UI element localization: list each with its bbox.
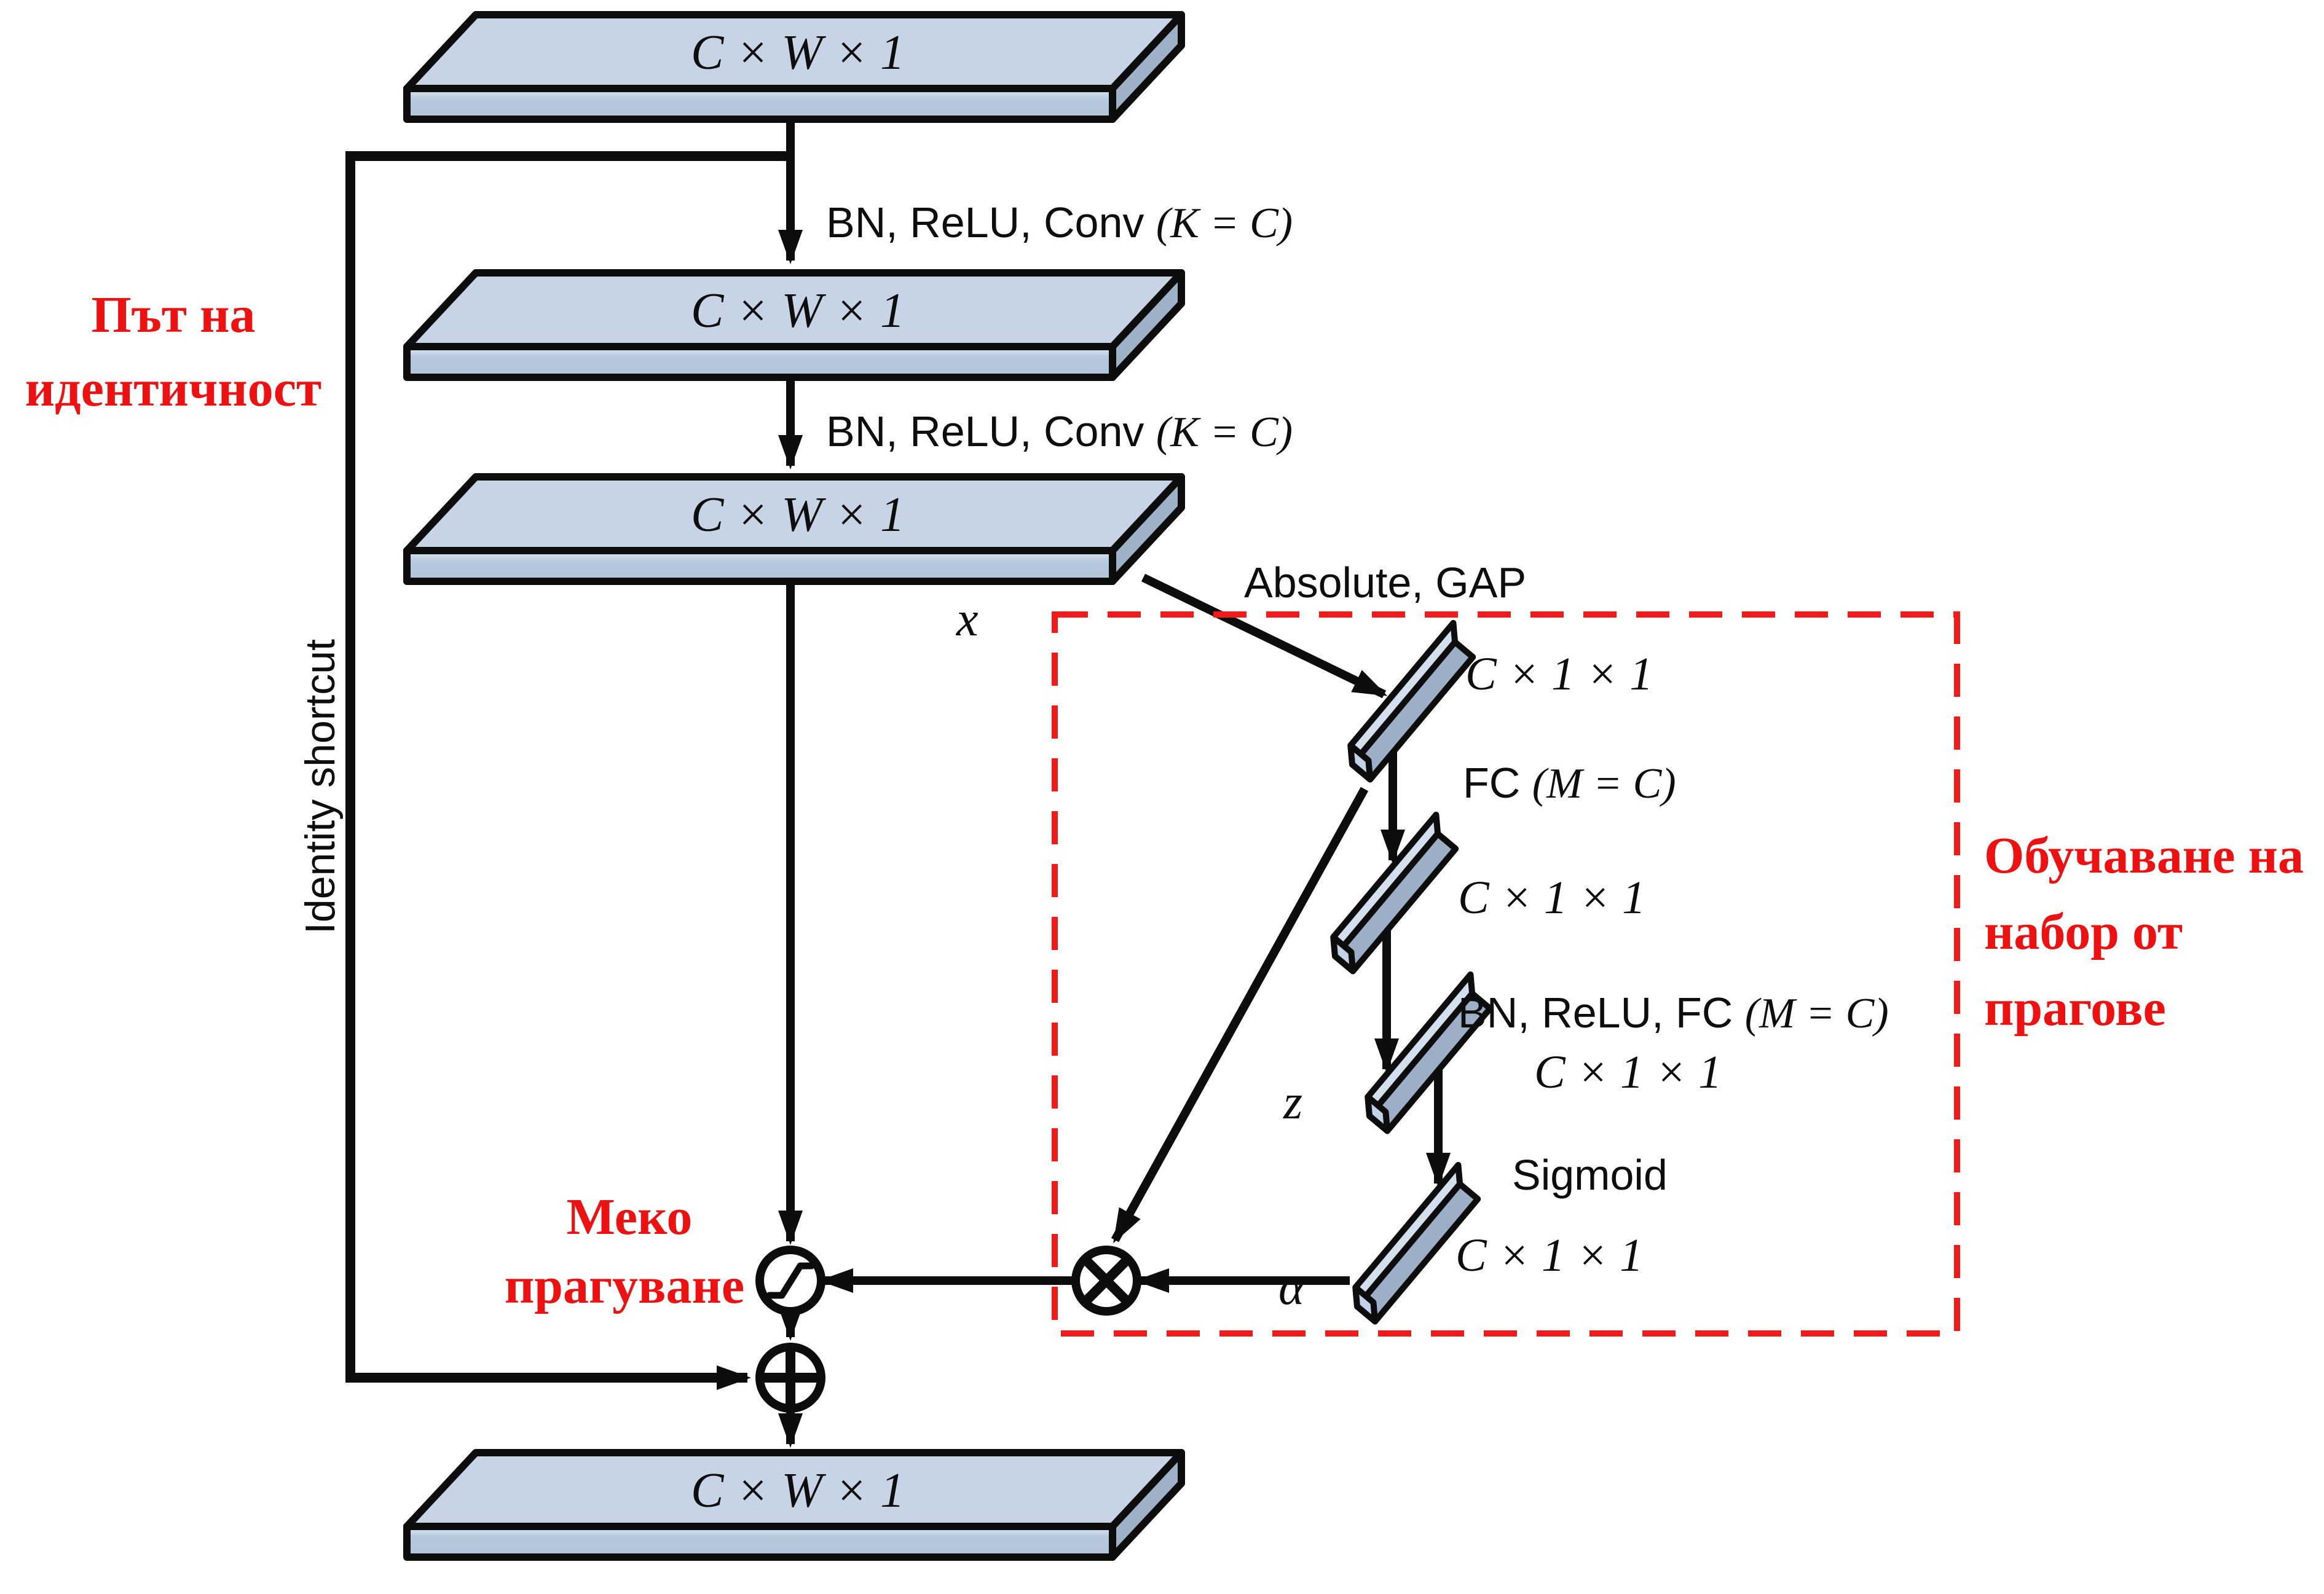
slab-front-face [403,1523,1116,1561]
slab-front-face [403,343,1116,381]
feature-map-slab-x: C × W × 1 [403,473,1185,585]
edge-label-fc2: BN, ReLU, FC (M = C) [1458,989,1889,1037]
identity-shortcut-path [345,151,790,1390]
vector-bar-gap [1347,619,1476,783]
arrow-gap-vector-to-multiply [1111,787,1369,1244]
add-icon [755,1343,825,1413]
annotation-threshold-learning: Обучаване на набор от прагове [1984,827,2304,1037]
slab-side-face [1109,1449,1185,1561]
annotation-threshold-learning-line3: прагове [1984,980,2166,1037]
vector-dim-label-2: C × 1 × 1 [1458,872,1645,924]
multiply-icon [1071,1246,1141,1316]
slab-dim-label: C × W × 1 [691,26,905,80]
feature-map-slab-input: C × W × 1 [403,11,1185,123]
bar-end-cap [1352,1284,1379,1325]
annotation-soft-thresholding-line2: прагуване [505,1257,744,1314]
soft-threshold-icon [755,1246,825,1316]
slab-dim-label: C × W × 1 [691,1464,905,1518]
annotation-threshold-learning-line1: Обучаване на [1984,827,2304,884]
edge-label-sigmoid: Sigmoid [1512,1151,1668,1199]
annotation-identity-path-line2: идентичност [25,360,322,417]
edge-label-fc1: FC (M = C) [1463,759,1676,807]
edge-label-absolute-gap: Absolute, GAP [1244,559,1526,607]
arrow-absolute-gap [1141,573,1388,699]
slab-dim-label: C × W × 1 [691,488,905,542]
threshold-learning-dashed-box [1052,611,1960,1337]
bar-end-cap [1347,742,1374,783]
bar-end-cap [1330,934,1357,975]
feature-map-slab-mid1: C × W × 1 [403,269,1185,381]
feature-map-slab-output: C × W × 1 [403,1449,1185,1561]
vector-bar-alpha [1352,1161,1481,1325]
vector-dim-label-4: C × 1 × 1 [1455,1230,1643,1281]
var-label-x: x [956,592,979,646]
slab-front-face [403,85,1116,123]
annotation-soft-thresholding: Меко прагуване [505,1188,744,1314]
soft-threshold-curve [766,1262,815,1299]
annotation-soft-thresholding-line1: Меко [567,1188,693,1246]
edge-label-conv1: BN, ReLU, Conv (K = C) [826,198,1293,247]
var-label-alpha: α [1278,1261,1306,1315]
annotation-identity-path: Път на идентичност [25,286,322,417]
annotation-threshold-learning-line2: набор от [1984,903,2183,960]
slab-side-face [1109,11,1185,123]
add-cross [758,1346,822,1410]
slab-side-face [1109,473,1185,585]
identity-shortcut-label: Identity shortcut [297,639,344,934]
vector-dim-label-1: C × 1 × 1 [1465,648,1653,700]
var-label-z: z [1283,1075,1302,1129]
edge-label-conv2: BN, ReLU, Conv (K = C) [826,407,1293,456]
identity-shortcut-line [345,151,790,1390]
slab-dim-label: C × W × 1 [691,284,905,338]
vector-bar-z [1365,971,1494,1134]
bar-end-cap [1365,1094,1391,1134]
slab-side-face [1109,269,1185,381]
slab-front-face [403,547,1116,585]
annotation-identity-path-line1: Път на [92,286,256,344]
multiply-cross [1081,1255,1132,1306]
vector-bar-fc1 [1330,811,1459,975]
vector-dim-label-3: C × 1 × 1 [1534,1046,1722,1098]
